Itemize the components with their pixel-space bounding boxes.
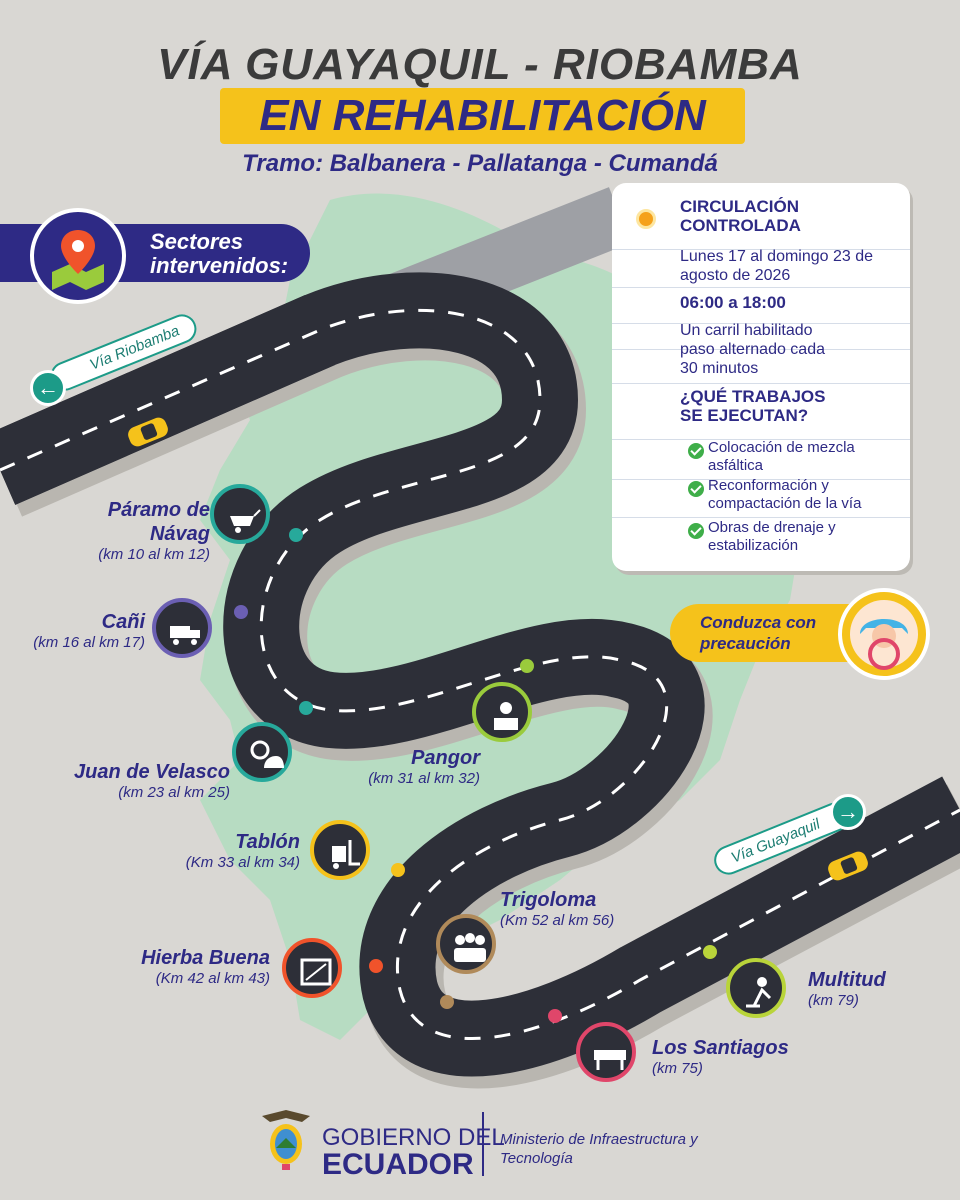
- sector-label-pangor: Pangor (km 31 al km 32): [368, 747, 480, 787]
- page-title-highlight: EN REHABILITACIÓN: [259, 91, 706, 140]
- car-icon: [128, 417, 168, 447]
- work-item: Colocación de mezcla asfáltica: [708, 439, 855, 474]
- check-icon: [688, 523, 704, 539]
- status-light-icon: [636, 209, 656, 229]
- forklift-icon: [310, 820, 370, 880]
- wheelbarrow-icon: [210, 484, 270, 544]
- sector-marker-dot: [703, 945, 717, 959]
- sector-label-juan-de-velasco: Juan de Velasco (km 23 al km 25): [74, 761, 230, 801]
- sector-marker-dot: [520, 659, 534, 673]
- gov-name-line1: GOBIERNO DEL: [322, 1124, 505, 1151]
- workers-group-icon: [436, 914, 496, 974]
- car-icon: [828, 851, 868, 881]
- sector-label-multitud: Multitud (km 79): [808, 969, 886, 1009]
- sector-marker-dot: [369, 959, 383, 973]
- check-icon: [688, 481, 704, 497]
- status-dates: Lunes 17 al domingo 23 de agosto de 2026: [680, 248, 874, 284]
- road-barrier-icon: [576, 1022, 636, 1082]
- lane-info: Un carril habilitado paso alternado cada…: [680, 322, 825, 377]
- sector-label-hierba-buena: Hierba Buena (Km 42 al km 43): [141, 947, 270, 987]
- caution-label: Conduzca con precaución: [700, 613, 817, 653]
- arrow-left-icon: ←: [30, 370, 66, 406]
- worker-laptop-icon: [472, 682, 532, 742]
- ministry-name: Ministerio de Infraestructura y Tecnolog…: [500, 1131, 698, 1167]
- arrow-right-icon: →: [830, 794, 866, 830]
- sector-marker-dot: [548, 1009, 562, 1023]
- sector-label-tablon: Tablón (Km 33 al km 34): [185, 831, 300, 871]
- status-hours: 06:00 a 18:00: [680, 293, 786, 312]
- sector-marker-dot: [391, 863, 405, 877]
- works-title: ¿QUÉ TRABAJOS SE EJECUTAN?: [680, 387, 826, 425]
- page-title: VÍA GUAYAQUIL - RIOBAMBA: [157, 40, 803, 89]
- page-subtitle: Tramo: Balbanera - Pallatanga - Cumandá: [242, 150, 718, 177]
- map-pin-icon: [30, 208, 126, 304]
- sector-label-paramo: Páramo de Návag (km 10 al km 12): [98, 499, 210, 563]
- check-icon: [688, 443, 704, 459]
- road-center-line: [0, 308, 960, 1041]
- sector-label-los-santiagos: Los Santiagos (km 75): [652, 1037, 789, 1077]
- sector-marker-dot: [234, 605, 248, 619]
- sector-marker-dot: [289, 528, 303, 542]
- gear-helmet-icon: [232, 722, 292, 782]
- work-item: Obras de drenaje y estabilización: [708, 519, 836, 554]
- footer-divider: [482, 1112, 484, 1176]
- coat-of-arms-icon: [258, 1108, 314, 1172]
- worker-shovel-icon: [726, 958, 786, 1018]
- sectors-label: Sectores intervenidos:: [150, 229, 289, 278]
- dump-truck-icon: [152, 598, 212, 658]
- sector-marker-dot: [440, 995, 454, 1009]
- title-highlight-band: [220, 88, 745, 144]
- status-title: CIRCULACIÓN CONTROLADA: [680, 197, 801, 235]
- work-item: Reconformación y compactación de la vía: [708, 477, 862, 512]
- sector-label-cani: Cañi (km 16 al km 17): [33, 611, 145, 651]
- sector-label-trigoloma: Trigoloma (Km 52 al km 56): [500, 889, 615, 929]
- gov-name-line2: ECUADOR: [322, 1148, 474, 1181]
- info-card: CIRCULACIÓN CONTROLADA Lunes 17 al domin…: [612, 183, 910, 571]
- blueprint-icon: [282, 938, 342, 998]
- sector-marker-dot: [299, 701, 313, 715]
- driver-icon: [838, 588, 930, 680]
